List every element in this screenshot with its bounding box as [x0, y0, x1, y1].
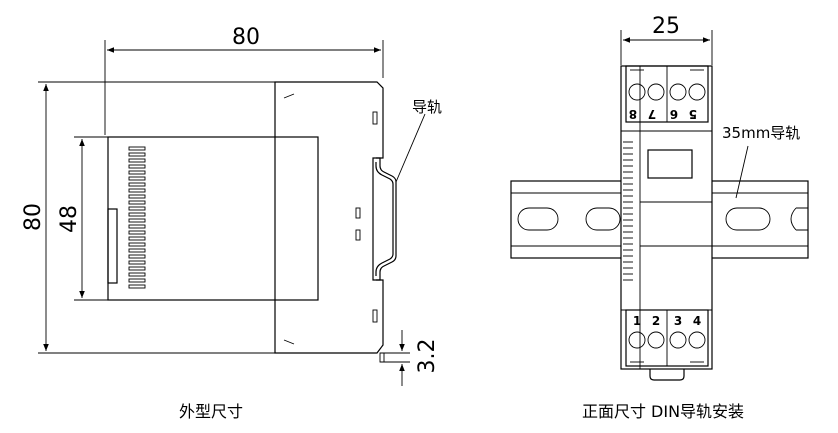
offset-dimension: 3.2: [379, 330, 440, 386]
terminal-3-label: 3: [674, 314, 682, 328]
front-width-dimension: 25: [620, 14, 713, 65]
front-vent-ticks: [623, 141, 633, 281]
terminal-8-label: 8: [629, 107, 637, 121]
front-view-caption: 正面尺寸 DIN导轨安装: [582, 402, 744, 421]
side-view: 80 80 48: [21, 25, 442, 421]
din-rail-side: [375, 157, 397, 281]
side-clip: [107, 208, 118, 284]
inner-height-dim-label: 48: [57, 205, 82, 233]
release-latch: [649, 369, 685, 381]
terminal-6-label: 6: [670, 107, 678, 121]
front-rail-label: 35mm导轨: [722, 124, 800, 142]
width-dim-label: 80: [232, 25, 260, 50]
terminal-1-label: 1: [633, 314, 641, 328]
side-view-caption: 外型尺寸: [179, 402, 243, 421]
vent-slots: [128, 146, 146, 289]
front-view: 25: [510, 14, 809, 421]
height-dimension: 80: [21, 81, 275, 354]
height-dim-label: 80: [21, 203, 46, 231]
terminal-5-label: 5: [689, 107, 697, 121]
display-window: [647, 149, 693, 179]
module-body-side: [107, 136, 319, 301]
module-body-front: [620, 65, 713, 370]
terminal-block-top: 8 7 6 5: [625, 65, 709, 123]
terminal-2-label: 2: [652, 314, 660, 328]
width-dimension: 80: [104, 25, 384, 135]
terminal-block-bottom: 1 2 3 4: [625, 309, 709, 367]
terminal-7-label: 7: [648, 107, 656, 121]
front-width-dim-label: 25: [652, 14, 680, 39]
terminal-4-label: 4: [693, 314, 701, 328]
offset-dim-label: 3.2: [415, 339, 440, 374]
inner-height-dimension: 48: [57, 136, 108, 301]
din-base-side: [274, 81, 384, 354]
rail-label: 导轨: [412, 98, 442, 116]
